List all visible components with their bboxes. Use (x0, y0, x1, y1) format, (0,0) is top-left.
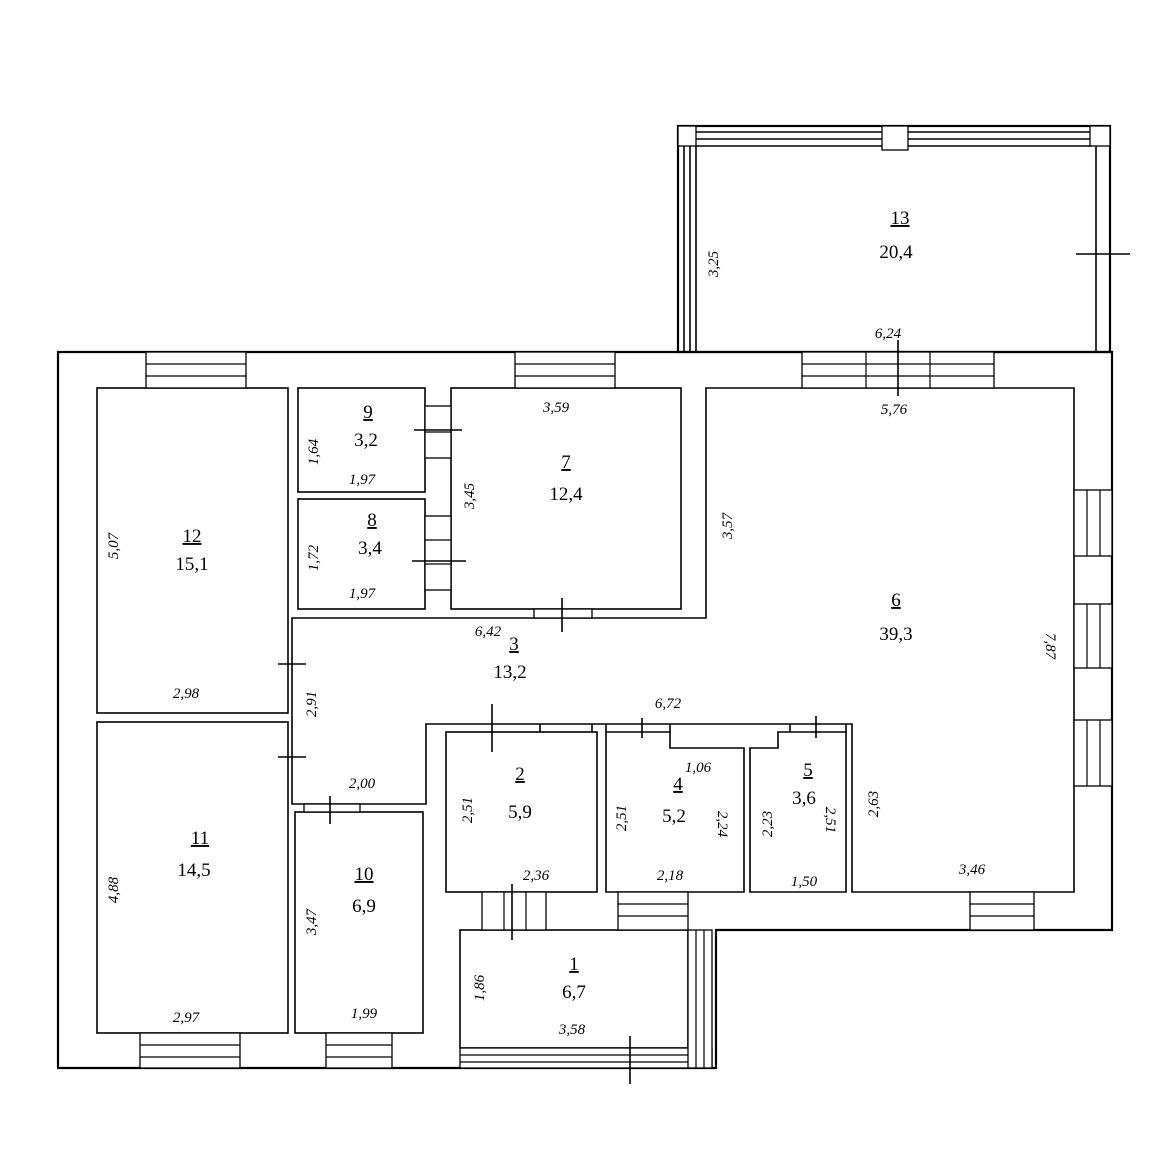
dim-r2-bottom: 2,36 (523, 868, 550, 884)
room-6-area: 39,3 (879, 624, 912, 645)
room-4-number: 4 (673, 774, 683, 795)
door-ticks (278, 253, 1130, 1084)
dim-r5-right: 2,51 (822, 807, 838, 833)
room-11-area: 14,5 (177, 860, 210, 881)
dim-corridor-top: 6,72 (655, 696, 682, 712)
dim-r4-right: 2,24 (714, 811, 730, 838)
room-8-number: 8 (367, 510, 377, 531)
dim-r13-bottom: 6,24 (875, 326, 902, 342)
dim-r2-side: 2,51 (460, 797, 476, 823)
windows (139, 351, 1113, 1069)
dim-r6-left: 3,57 (720, 511, 736, 540)
room-7-area: 12,4 (549, 484, 583, 505)
dim-r10-bottom: 1,99 (351, 1006, 378, 1022)
room-1-area: 6,7 (562, 982, 586, 1003)
dim-r9-bottom: 1,97 (349, 472, 377, 488)
dim-r5-bottom: 1,50 (791, 874, 818, 890)
room-2-number: 2 (515, 764, 525, 785)
dim-r1-side: 1,86 (472, 974, 488, 1001)
dim-r7-left: 3,45 (462, 482, 478, 510)
dim-r3-side: 2,91 (304, 691, 320, 717)
dim-r9-side: 1,64 (306, 438, 322, 465)
dim-r12-side: 5,07 (106, 531, 122, 559)
room-10-area: 6,9 (352, 896, 376, 917)
dim-r4-bottom: 2,18 (657, 868, 684, 884)
dim-r3-top: 6,42 (475, 624, 502, 640)
dim-r6-bottom: 3,46 (958, 862, 986, 878)
room-3-number: 3 (509, 634, 519, 655)
dim-r8-side: 1,72 (306, 544, 322, 571)
room-3-area: 13,2 (493, 662, 526, 683)
room-9-number: 9 (363, 402, 373, 423)
dim-r12-bottom: 2,98 (173, 686, 200, 702)
room-6-number: 6 (891, 590, 901, 611)
dim-r4-side: 2,51 (614, 805, 630, 831)
dim-r4-top: 1,06 (685, 760, 712, 776)
room-12-area: 15,1 (175, 554, 208, 575)
room-12-outline (96, 387, 289, 714)
room-13-frame (676, 124, 1112, 354)
room-10-number: 10 (355, 864, 374, 885)
room-13-area: 20,4 (879, 242, 913, 263)
dim-r5-side: 2,23 (760, 811, 776, 837)
dim-r3-bottom: 2,00 (349, 776, 376, 792)
dim-r7-top: 3,59 (542, 400, 570, 416)
dim-r6-right: 7,87 (1042, 633, 1058, 661)
room-11-number: 11 (191, 828, 209, 849)
dim-r8-bottom: 1,97 (349, 586, 377, 602)
room-4-area: 5,2 (662, 806, 686, 827)
room-7-number: 7 (561, 452, 571, 473)
dim-r11-bottom: 2,97 (173, 1010, 201, 1026)
dim-r13-side: 3,25 (706, 250, 722, 278)
room-8-area: 3,4 (358, 538, 382, 559)
dim-r6-inner: 2,63 (866, 791, 882, 817)
dim-r11-side: 4,88 (106, 876, 122, 903)
room-13-number: 13 (891, 208, 910, 229)
room-2-area: 5,9 (508, 802, 532, 823)
room-9-area: 3,2 (354, 430, 378, 451)
room-labels: 13 20,4 6 39,3 7 12,4 9 3,2 8 3,4 12 15,… (175, 208, 913, 1003)
dimension-labels: 3,25 6,24 5,76 7,87 3,57 3,46 2,63 3,59 … (106, 250, 1058, 1038)
room-1-number: 1 (569, 954, 579, 975)
outer-wall (56, 350, 1114, 1070)
dim-r6-top: 5,76 (881, 402, 908, 418)
room-5-number: 5 (803, 760, 813, 781)
room-5-area: 3,6 (792, 788, 816, 809)
room-12-number: 12 (183, 526, 202, 547)
dim-r10-side: 3,47 (304, 907, 320, 936)
dim-r1-bottom: 3,58 (558, 1022, 586, 1038)
